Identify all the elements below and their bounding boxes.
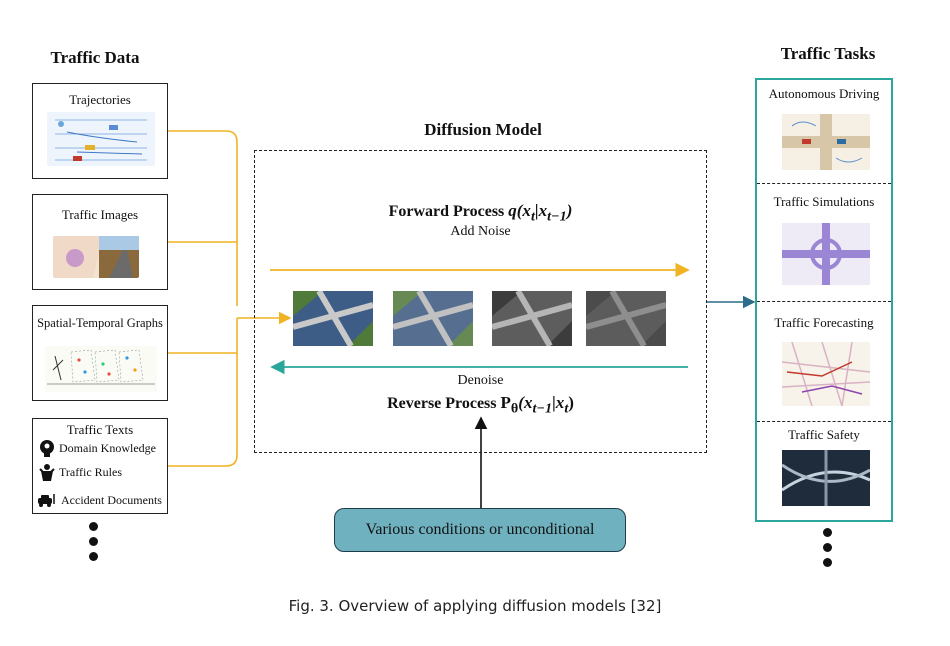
traffic-tasks-panel: Autonomous Driving Traffic Simulations T… [755,78,893,522]
domain-knowledge-label: Domain Knowledge [59,440,156,455]
traffic-texts-box: Traffic Texts Domain Knowledge Traffic R… [32,418,168,514]
figure-caption: Fig. 3. Overview of applying diffusion m… [288,597,662,615]
denoise-label: Denoise [457,373,504,388]
forward-process-label: Forward Process q(xt|xt−1) [255,201,706,225]
condition-box: Various conditions or unconditional [334,508,626,552]
traffic-safety-image [782,450,870,506]
reverse-formula-open: (x [518,393,533,412]
add-noise-label: Add Noise [450,224,511,239]
task-separator-3 [757,421,891,422]
forward-formula: q(xt|xt−1) [508,201,573,224]
traffic-texts-title: Traffic Texts [66,422,134,437]
graphs-image [45,346,157,392]
task-traffic-simulations-title: Traffic Simulations [773,194,875,209]
trajectories-title: Trajectories [69,92,131,107]
traffic-tasks-heading: Traffic Tasks [780,44,876,63]
forward-formula-sub: t−1 [547,208,567,225]
traffic-simulations-image [782,223,870,285]
noise-step-3-image [492,291,572,346]
forward-formula-end: ) [566,201,573,220]
task-separator-1 [757,183,891,184]
traffic-rules-label: Traffic Rules [59,464,122,479]
noise-step-1-image [293,291,373,346]
reverse-process-title: Reverse Process [387,395,497,412]
accident-documents-item: Accident Documents [37,492,162,508]
forward-formula-t: t [530,208,535,225]
noise-step-2-image [393,291,473,346]
car-crash-icon [38,494,55,507]
traffic-images-image [53,236,139,278]
reverse-formula-p: P [500,393,511,412]
reverse-formula-end: ) [568,393,574,412]
forward-formula-mid: |x [534,201,548,220]
traffic-data-heading: Traffic Data [50,48,140,67]
domain-knowledge-item: Domain Knowledge [39,439,156,457]
diffusion-model-box: Forward Process q(xt|xt−1) Add Noise Den… [254,150,707,453]
forward-process-title: Forward Process [388,203,505,220]
task-traffic-safety-title: Traffic Safety [788,427,860,442]
reverse-formula: Pθ(xt−1|xt) [500,393,574,416]
task-separator-2 [757,301,891,302]
traffic-images-box: Traffic Images [32,194,168,290]
traffic-officer-icon [39,464,55,481]
reverse-formula-sub: t−1 [532,400,553,417]
traffic-images-title: Traffic Images [61,207,139,222]
more-data-ellipsis [89,522,98,567]
traffic-forecasting-image [782,342,870,406]
task-traffic-forecasting-title: Traffic Forecasting [774,315,874,330]
diffusion-model-heading: Diffusion Model [424,120,542,139]
accident-documents-label: Accident Documents [61,492,162,507]
trajectories-box: Trajectories [32,83,168,179]
traffic-rules-item: Traffic Rules [39,463,122,481]
data-connector-4 [168,318,238,467]
reverse-formula-theta: θ [510,400,519,417]
task-autonomous-driving-title: Autonomous Driving [768,86,880,101]
reverse-formula-t: t [564,400,569,417]
trajectories-image [47,112,155,166]
more-tasks-ellipsis [823,528,832,573]
brain-head-icon [40,440,54,457]
reverse-process-label: Reverse Process Pθ(xt−1|xt) [255,393,706,417]
noise-step-4-image [586,291,666,346]
data-connector-1 [168,130,238,306]
graphs-box: Spatial-Temporal Graphs [32,305,168,401]
forward-formula-q: q(x [508,201,531,220]
reverse-formula-mid: |x [552,393,565,412]
autonomous-driving-image [782,114,870,170]
graphs-title: Spatial-Temporal Graphs [37,316,163,330]
